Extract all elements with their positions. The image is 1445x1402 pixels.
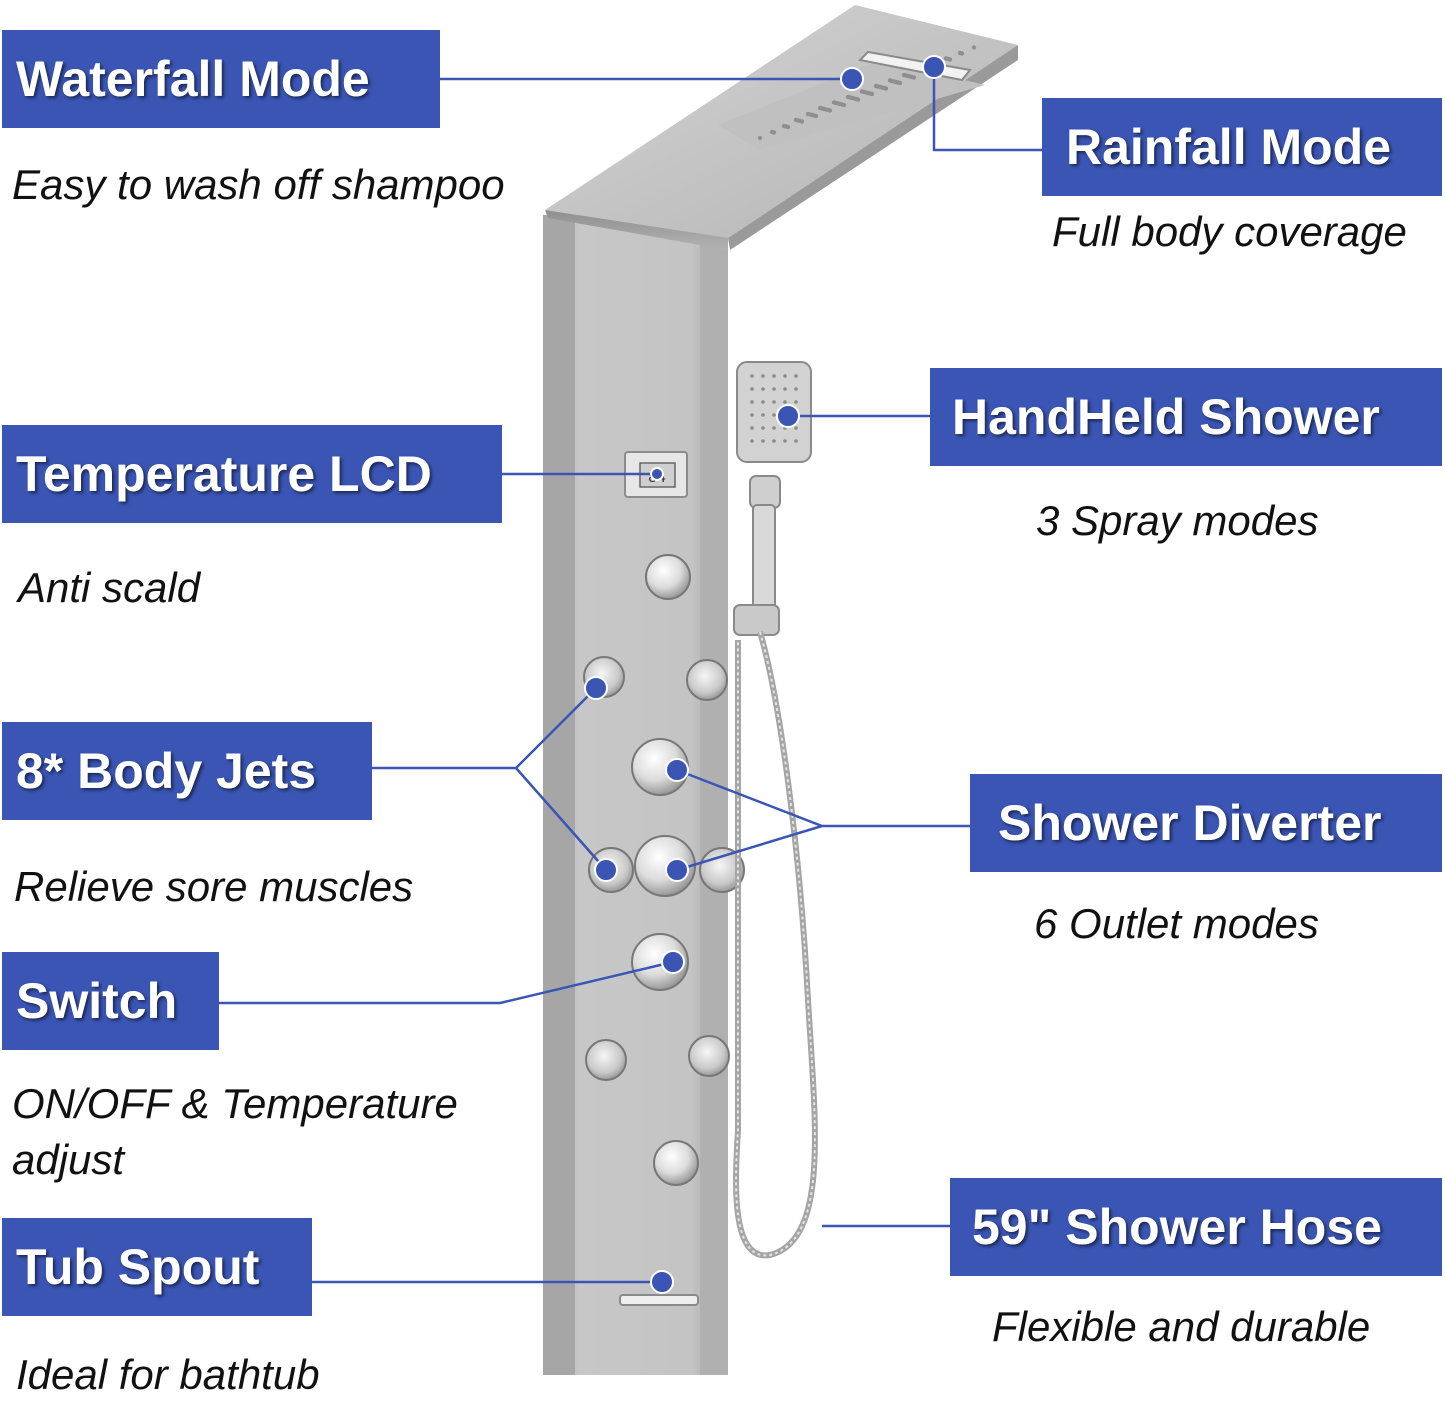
handheld-nozzle-dot — [794, 400, 798, 404]
nozzle-dot — [831, 100, 837, 105]
handheld-nozzle-dot — [761, 413, 765, 417]
handheld-nozzle-dot — [761, 426, 765, 430]
tub-spout-outlet — [619, 1294, 699, 1306]
bottom-control-knob[interactable] — [653, 1140, 699, 1186]
nozzle-dot — [859, 89, 865, 94]
body-jets-subtitle: Relieve sore muscles — [14, 863, 414, 910]
rain-head-nozzles — [757, 45, 977, 141]
nozzle-dot — [781, 123, 787, 129]
handheld-nozzle-dot — [783, 387, 787, 391]
handheld-nozzle-dot — [761, 400, 765, 404]
shower-diverter-label: Shower Diverter — [970, 774, 1442, 872]
handheld-nozzle-dot — [750, 413, 754, 417]
diverter-dot-2 — [665, 858, 689, 882]
nozzle-dot — [887, 78, 893, 83]
temperature-lcd-label: Temperature LCD — [2, 425, 502, 523]
shower-hose-label: 59" Shower Hose — [950, 1178, 1442, 1276]
handheld-nozzle-dot — [761, 374, 765, 378]
rainfall-mode-subtitle: Full body coverage — [1052, 208, 1407, 255]
top-control-knob[interactable] — [645, 554, 691, 600]
handheld-nozzle-dot — [772, 413, 776, 417]
tub-spout-subtitle: Ideal for bathtub — [16, 1351, 320, 1398]
rainfall-mode-label: Rainfall Mode — [1042, 98, 1442, 196]
handheld-nozzle-dot — [772, 426, 776, 430]
shower-diverter-subtitle: 6 Outlet modes — [1034, 900, 1319, 947]
handheld-nozzle-dot — [761, 439, 765, 443]
handheld-nozzle-dot — [794, 426, 798, 430]
body-jet-dot-1 — [584, 676, 608, 700]
nozzle-dot — [793, 117, 799, 123]
rainfall-dot — [922, 55, 946, 79]
handheld-nozzle-dot — [783, 374, 787, 378]
handheld-nozzle-dot — [783, 439, 787, 443]
body-jet-2 — [686, 659, 728, 701]
nozzle-dot — [817, 105, 823, 111]
handheld-nozzle-dot — [750, 400, 754, 404]
nozzle-dot — [901, 72, 907, 78]
waterfall-mode-label: Waterfall Mode — [2, 30, 440, 128]
shower-hose — [733, 631, 818, 1259]
nozzle-dot — [873, 83, 879, 89]
nozzle-dot — [757, 135, 763, 141]
handheld-nozzle-dot — [750, 439, 754, 443]
handheld-nozzle-dot — [750, 374, 754, 378]
handheld-nozzle-dot — [750, 387, 754, 391]
switch-label: Switch — [2, 952, 219, 1050]
nozzle-dot — [957, 50, 963, 56]
handheld-shower-label: HandHeld Shower — [930, 368, 1442, 466]
handheld-shower-subtitle: 3 Spray modes — [1036, 497, 1319, 544]
nozzle-dot — [769, 129, 775, 135]
body-jet-6 — [688, 1035, 730, 1077]
handheld-dot — [776, 404, 800, 428]
diverter-dot-1 — [665, 758, 689, 782]
handheld-nozzle-dot — [772, 400, 776, 404]
nozzle-dot — [845, 94, 851, 100]
callout-dots — [584, 55, 946, 1294]
shower-hose-subtitle: Flexible and durable — [992, 1303, 1371, 1350]
connector-lines — [219, 67, 1042, 1284]
nozzle-dot — [805, 111, 811, 117]
handheld-nozzle-dot — [794, 374, 798, 378]
handheld-nozzle-dot — [783, 400, 787, 404]
tub-spout-label: Tub Spout — [2, 1218, 312, 1316]
lcd-dot — [650, 467, 664, 481]
handheld-nozzle-dot — [750, 426, 754, 430]
nozzle-dot — [943, 56, 949, 61]
handheld-nozzle-dot — [761, 387, 765, 391]
waterfall-mode-subtitle: Easy to wash off shampoo — [12, 161, 505, 208]
nozzle-dot — [971, 45, 977, 50]
handheld-nozzle-dot — [772, 387, 776, 391]
body-jet-dot-2 — [594, 858, 618, 882]
switch-subtitle-line2: adjust — [12, 1136, 125, 1183]
handheld-nozzle-dot — [794, 439, 798, 443]
tub-spout-dot — [650, 1270, 674, 1294]
handheld-shower[interactable] — [733, 361, 812, 636]
waterfall-dot — [840, 67, 864, 91]
handheld-nozzle-dot — [772, 374, 776, 378]
switch-subtitle-line1: ON/OFF & Temperature — [12, 1080, 458, 1127]
handheld-nozzle-dot — [772, 439, 776, 443]
body-jet-5 — [585, 1039, 627, 1081]
temperature-lcd-subtitle: Anti scald — [18, 564, 201, 611]
body-jets-label: 8* Body Jets — [2, 722, 372, 820]
switch-dot — [661, 950, 685, 974]
handheld-nozzle-dot — [794, 387, 798, 391]
switch-knob[interactable] — [631, 933, 689, 991]
